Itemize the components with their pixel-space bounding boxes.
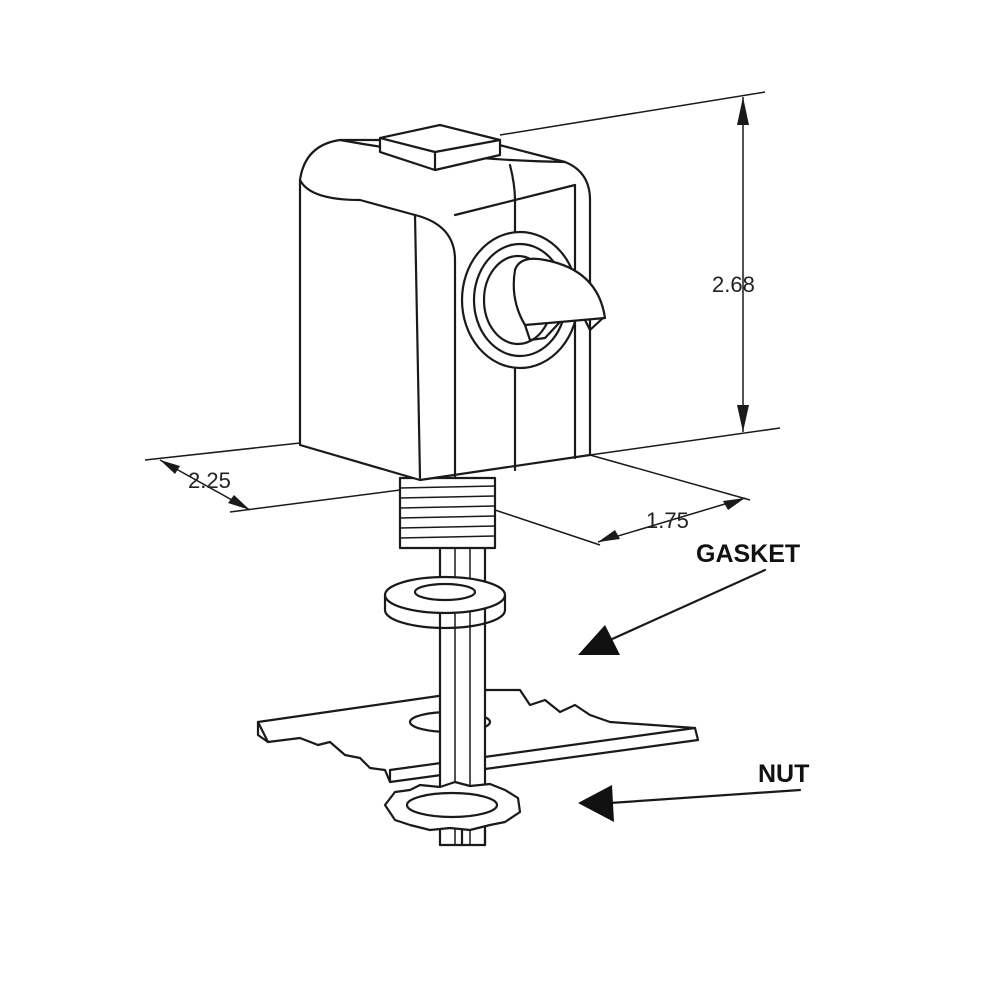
height-dimension: 2.68 xyxy=(712,272,755,297)
gasket-label: GASKET xyxy=(696,540,800,568)
nut-callout-arrow xyxy=(578,785,802,822)
gasket-washer xyxy=(383,575,507,630)
nut-label: NUT xyxy=(758,760,809,788)
width-dimension: 2.25 xyxy=(188,468,231,493)
reset-knob xyxy=(460,230,607,370)
switch-housing xyxy=(298,123,592,482)
nut xyxy=(383,780,522,847)
dimension-lines xyxy=(144,91,781,546)
gasket-callout-arrow xyxy=(578,568,767,655)
depth-dimension: 1.75 xyxy=(646,508,689,533)
threaded-stem xyxy=(398,476,497,550)
